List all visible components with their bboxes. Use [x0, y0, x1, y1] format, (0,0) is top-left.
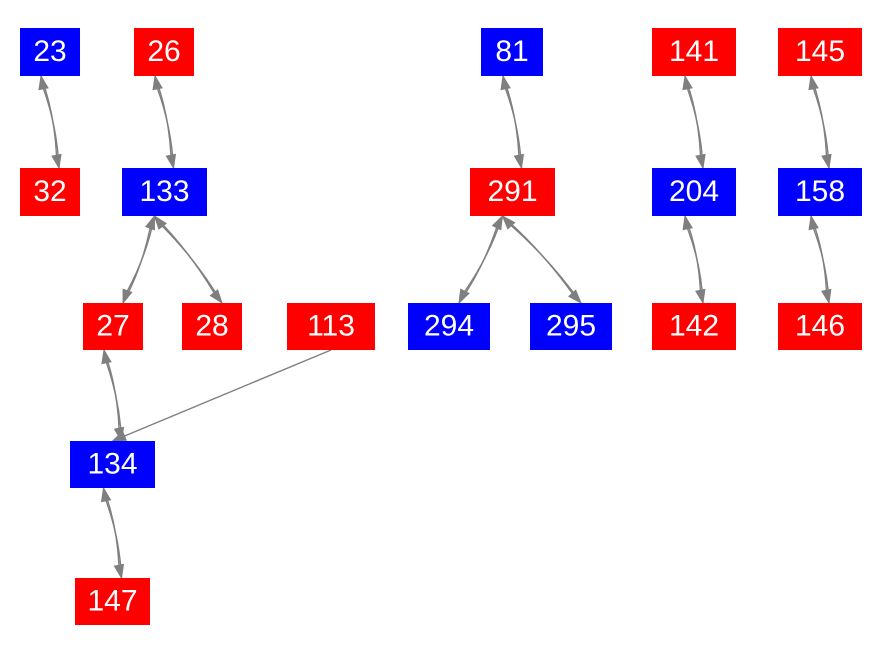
- node-box[interactable]: [778, 168, 862, 216]
- graph-edge-arrowhead: [695, 153, 706, 170]
- graph-edge-arrowhead: [101, 348, 112, 365]
- node-label: 27: [96, 309, 129, 342]
- node-label: 141: [669, 35, 719, 68]
- graph-edge-arrowhead: [682, 74, 693, 91]
- graph-node-26[interactable]: 26: [134, 28, 194, 76]
- graph-edge-arrowhead: [500, 74, 511, 91]
- node-box[interactable]: [778, 303, 862, 350]
- graph-edge-arrowhead: [111, 430, 128, 442]
- graph-node-142[interactable]: 142: [652, 303, 736, 350]
- graph-edge-arrowhead: [501, 214, 516, 230]
- node-label: 158: [795, 175, 845, 208]
- node-label: 23: [33, 35, 66, 68]
- node-label: 81: [495, 35, 528, 68]
- node-label: 145: [795, 35, 845, 68]
- node-label: 294: [424, 309, 474, 342]
- graph-edge-arrowhead: [513, 153, 525, 170]
- node-label: 295: [546, 309, 596, 342]
- graph-edge-arrowhead: [144, 214, 156, 231]
- node-label: 147: [87, 584, 137, 617]
- graph-edge: [42, 88, 60, 169]
- graph-edge-arrowhead: [152, 74, 163, 91]
- node-box[interactable]: [122, 168, 207, 216]
- graph-edge: [812, 88, 830, 169]
- graph-edge: [510, 225, 582, 304]
- graph-edge-arrowhead: [100, 486, 112, 503]
- node-box[interactable]: [75, 578, 150, 625]
- graph-edge-arrowhead: [209, 289, 223, 305]
- node-box[interactable]: [70, 441, 155, 488]
- node-box[interactable]: [652, 28, 736, 76]
- node-label: 28: [195, 309, 228, 342]
- node-box[interactable]: [182, 303, 242, 350]
- node-label: 146: [795, 309, 845, 342]
- node-label: 32: [33, 175, 66, 208]
- edge-layer: [38, 74, 832, 580]
- graph-edge: [686, 228, 704, 304]
- graph-node-204[interactable]: 204: [652, 168, 736, 216]
- graph-edge-arrowhead: [38, 74, 49, 91]
- node-label: 291: [487, 175, 537, 208]
- node-box[interactable]: [481, 28, 543, 76]
- graph-edge: [812, 228, 830, 304]
- graph-edge-arrowhead: [808, 74, 819, 91]
- graph-node-134[interactable]: 134: [70, 441, 155, 488]
- graph-edge-arrowhead: [51, 153, 62, 170]
- node-box[interactable]: [20, 28, 80, 76]
- graph-node-145[interactable]: 145: [778, 28, 862, 76]
- node-box[interactable]: [530, 303, 612, 350]
- graph-edge: [124, 349, 332, 437]
- node-box[interactable]: [83, 303, 143, 350]
- graph-edge-arrowhead: [808, 214, 819, 231]
- graph-node-291[interactable]: 291: [470, 168, 555, 216]
- graph-node-81[interactable]: 81: [481, 28, 543, 76]
- graph-edge: [156, 88, 175, 169]
- graph-node-32[interactable]: 32: [20, 168, 80, 216]
- node-box[interactable]: [470, 168, 555, 216]
- graph-edge: [122, 228, 151, 304]
- node-label: 133: [139, 175, 189, 208]
- graph-edge: [504, 88, 523, 169]
- node-label: 113: [307, 309, 355, 342]
- node-box[interactable]: [652, 303, 736, 350]
- graph-node-23[interactable]: 23: [20, 28, 80, 76]
- graph-node-158[interactable]: 158: [778, 168, 862, 216]
- node-layer: 23 26 81 141 145 32 133 291 204 158 27 28 113 294 295 1…: [20, 28, 862, 625]
- node-box[interactable]: [134, 28, 194, 76]
- graph-edge-arrowhead: [165, 153, 177, 170]
- graph-node-146[interactable]: 146: [778, 303, 862, 350]
- graph-edge: [161, 225, 223, 304]
- graph-edge-arrowhead: [153, 214, 167, 230]
- graph-edge: [105, 500, 123, 579]
- node-label: 26: [147, 35, 180, 68]
- graph-node-141[interactable]: 141: [652, 28, 736, 76]
- node-box[interactable]: [408, 303, 490, 350]
- graph-edge: [458, 227, 498, 304]
- graph-node-133[interactable]: 133: [122, 168, 207, 216]
- graph-node-27[interactable]: 27: [83, 303, 143, 350]
- graph-edge-arrowhead: [821, 153, 832, 170]
- node-box[interactable]: [778, 28, 862, 76]
- node-label: 134: [87, 447, 137, 480]
- graph-edge-arrowhead: [113, 563, 125, 580]
- node-label: 204: [669, 175, 719, 208]
- graph-node-294[interactable]: 294: [408, 303, 490, 350]
- graph-node-147[interactable]: 147: [75, 578, 150, 625]
- node-label: 142: [669, 309, 719, 342]
- graph-node-295[interactable]: 295: [530, 303, 612, 350]
- graph-node-28[interactable]: 28: [182, 303, 242, 350]
- graph-node-113[interactable]: 113: [287, 303, 375, 350]
- graph-edge-arrowhead: [491, 214, 504, 231]
- graph-edge-arrowhead: [682, 214, 693, 231]
- node-box[interactable]: [652, 168, 736, 216]
- node-box[interactable]: [20, 168, 80, 216]
- node-box[interactable]: [287, 303, 375, 350]
- graph-edge: [686, 88, 704, 169]
